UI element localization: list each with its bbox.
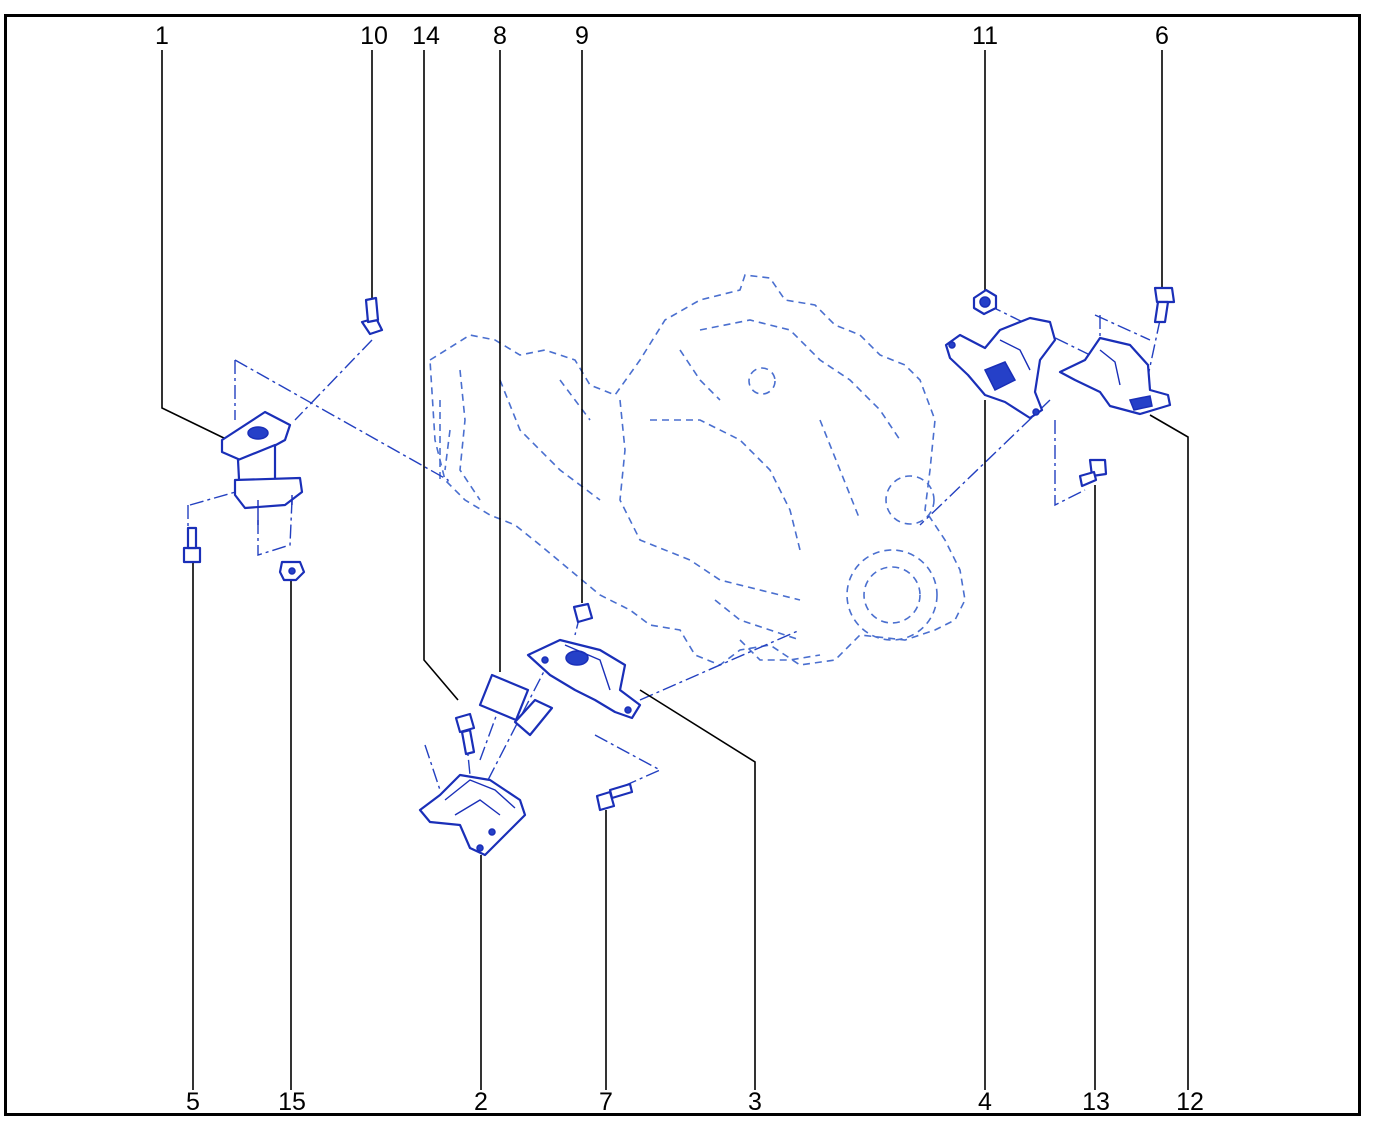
engine-bracket-part-4 (944, 316, 1057, 420)
bolt-part-6 (1153, 286, 1176, 324)
bolt-part-7 (595, 782, 634, 812)
callout-6: 6 (1155, 22, 1169, 50)
callout-12: 12 (1176, 1088, 1204, 1116)
bolt-part-10 (360, 296, 384, 336)
nut-part-9 (572, 602, 594, 624)
nut-part-15 (278, 560, 306, 582)
callout-8: 8 (493, 22, 507, 50)
diagram-frame (4, 14, 1361, 1116)
callout-11: 11 (972, 22, 998, 50)
callout-9: 9 (575, 22, 589, 50)
callout-10: 10 (360, 22, 388, 50)
callout-2: 2 (474, 1088, 488, 1116)
callout-1: 1 (155, 22, 169, 50)
callout-4: 4 (978, 1088, 992, 1116)
leader-lines (161, 50, 1189, 1090)
engine-mount-part-1 (220, 410, 304, 525)
nut-part-11 (972, 288, 998, 316)
engine-mount-part-12 (1058, 336, 1172, 416)
bolt-part-14 (454, 712, 476, 756)
engine-ghost-outline (429, 274, 966, 666)
callout-15: 15 (278, 1088, 306, 1116)
gearbox-bracket-part-3 (526, 638, 642, 720)
callout-5: 5 (186, 1088, 200, 1116)
gearbox-mount-part-2 (418, 773, 527, 857)
callout-13: 13 (1082, 1088, 1110, 1116)
bolt-part-13 (1078, 458, 1108, 488)
shim-part-8 (478, 673, 554, 737)
callout-7: 7 (599, 1088, 613, 1116)
bolt-part-5 (182, 526, 202, 564)
callout-labels: 1 10 14 8 9 11 6 5 15 2 7 3 4 13 12 (155, 22, 1204, 1116)
callout-14: 14 (412, 22, 440, 50)
callout-3: 3 (748, 1088, 762, 1116)
assembly-lines (187, 304, 1161, 791)
